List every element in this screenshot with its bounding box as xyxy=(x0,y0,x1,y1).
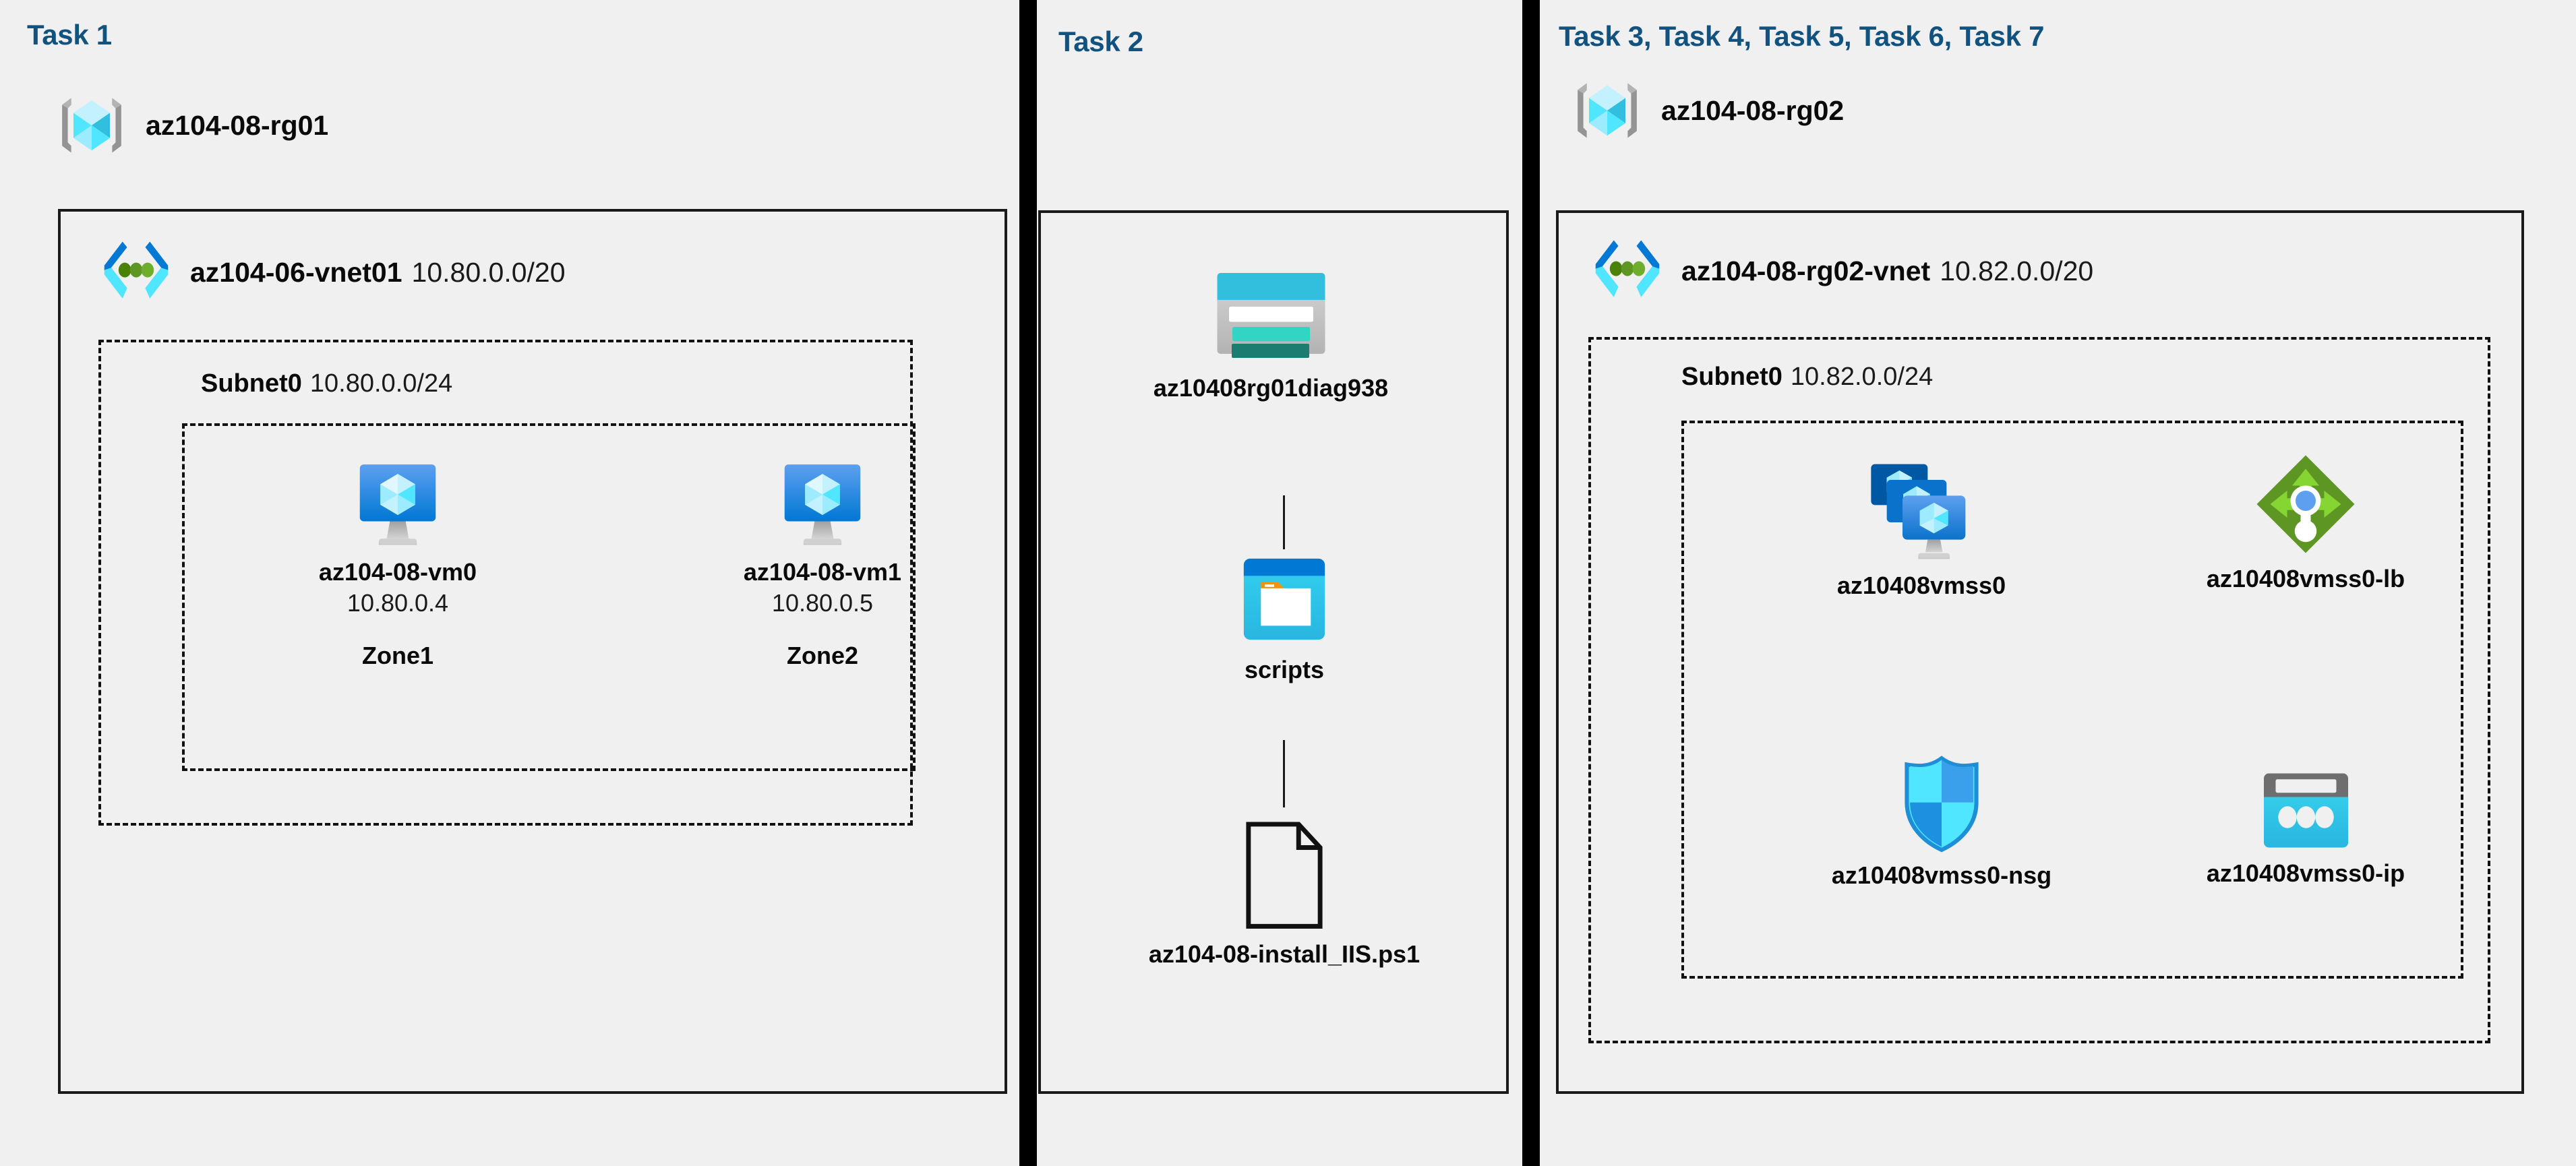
nsg-name: az10408vmss0-nsg xyxy=(1831,861,2052,889)
vm-ip: 10.80.0.4 xyxy=(347,589,449,617)
subnet-name: Subnet0 xyxy=(201,369,302,398)
node-az10408vmss0[interactable]: az10408vmss0 xyxy=(1780,452,2063,600)
resource-group-name: az104-08-rg01 xyxy=(146,109,329,141)
vm-name: az104-08-vm0 xyxy=(318,558,477,586)
connector-storage-to-scripts xyxy=(1283,495,1285,549)
task-2-title: Task 2 xyxy=(1058,26,1143,57)
column-divider-1 xyxy=(1019,0,1037,1166)
resources-box-task3 xyxy=(1681,421,2463,979)
connector-scripts-to-file xyxy=(1283,740,1285,807)
node-az10408vmss0-ip[interactable]: az10408vmss0-ip xyxy=(2157,768,2454,888)
node-az104-08-install-iis-ps1[interactable]: az104-08-install_IIS.ps1 xyxy=(1149,819,1420,969)
zones-box-task1 xyxy=(182,423,916,771)
resource-group-icon xyxy=(55,89,128,162)
vnet-box-task1 xyxy=(58,209,1007,1094)
public-ip-name: az10408vmss0-ip xyxy=(2206,859,2405,887)
vnet-name: az104-08-rg02-vnet xyxy=(1681,255,1931,286)
vnet-header-task1: az104-06-vnet01 10.80.0.0/20 xyxy=(100,236,566,309)
blob-container-icon xyxy=(1234,549,1334,649)
vnet-name: az104-06-vnet01 xyxy=(190,256,402,288)
virtual-machine-icon xyxy=(347,450,448,551)
subnet-name: Subnet0 xyxy=(1681,363,1783,391)
file-name: az104-08-install_IIS.ps1 xyxy=(1148,940,1420,968)
subnet-cidr: 10.82.0.0/24 xyxy=(1790,363,1934,391)
subnet-cidr: 10.80.0.0/24 xyxy=(309,369,453,398)
network-security-group-icon xyxy=(1900,754,1983,855)
public-ip-address-icon xyxy=(2257,768,2355,853)
virtual-network-icon xyxy=(1591,235,1664,307)
node-az10408vmss0-lb[interactable]: az10408vmss0-lb xyxy=(2151,450,2461,593)
resource-group-header-rg02: az104-08-rg02 xyxy=(1571,74,1844,147)
storage-account-icon xyxy=(1209,259,1334,367)
node-az104-08-vm0[interactable]: az104-08-vm0 10.80.0.4 Zone1 xyxy=(290,450,506,670)
storage-account-name: az10408rg01diag938 xyxy=(1153,374,1389,402)
column-divider-2 xyxy=(1522,0,1540,1166)
vm-scale-set-icon xyxy=(1865,452,1978,565)
storage-bar-dark xyxy=(1232,344,1309,358)
vnet-cidr: 10.82.0.0/20 xyxy=(1940,255,2094,286)
node-az10408rg01diag938[interactable]: az10408rg01diag938 xyxy=(1154,259,1388,402)
virtual-machine-icon xyxy=(772,450,873,551)
resource-group-name: az104-08-rg02 xyxy=(1661,94,1845,126)
load-balancer-name: az10408vmss0-lb xyxy=(2206,565,2405,592)
resource-group-header-rg01: az104-08-rg01 xyxy=(55,89,328,162)
subnet-box-task3 xyxy=(1588,337,2490,1043)
vnet-header-task3: az104-08-rg02-vnet 10.82.0.0/20 xyxy=(1591,235,2093,307)
resource-group-icon xyxy=(1571,74,1644,147)
subnet-box-task1 xyxy=(98,340,913,826)
vmss-name: az10408vmss0 xyxy=(1836,572,2006,599)
load-balancer-icon xyxy=(2252,450,2360,558)
vnet-cidr: 10.80.0.0/20 xyxy=(411,256,566,288)
virtual-network-icon xyxy=(100,236,173,309)
vm-zone: Zone1 xyxy=(361,642,433,669)
vm-ip: 10.80.0.5 xyxy=(771,589,874,617)
vnet-box-task3 xyxy=(1556,210,2524,1094)
vm-name: az104-08-vm1 xyxy=(743,558,902,586)
vm-zone: Zone2 xyxy=(786,642,858,669)
task-3-to-7-title: Task 3, Task 4, Task 5, Task 6, Task 7 xyxy=(1559,20,2045,52)
node-scripts[interactable]: scripts xyxy=(1183,549,1385,684)
node-az104-08-vm1[interactable]: az104-08-vm1 10.80.0.5 Zone2 xyxy=(715,450,930,670)
node-az10408vmss0-nsg[interactable]: az10408vmss0-nsg xyxy=(1793,754,2090,890)
file-icon xyxy=(1241,819,1327,933)
blob-container-name: scripts xyxy=(1244,656,1325,683)
task-1-title: Task 1 xyxy=(27,19,112,51)
